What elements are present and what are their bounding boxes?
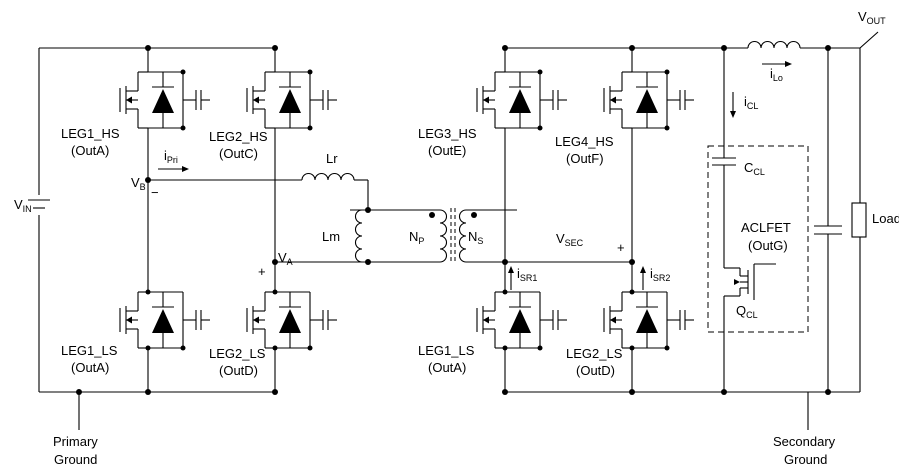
leg1-hs-output: (OutA) [71,143,109,158]
leg1-ls-label: LEG1_LS [61,343,118,358]
transformer-secondary [458,209,467,263]
secondary-ground-label-2: Ground [784,452,827,467]
isr2-label: iSR2 [650,266,670,283]
ilo-label: iLo [770,66,783,83]
leg1-ls-mosfet [119,291,211,349]
vsec-label: VSEC [556,231,584,248]
sec-leg1-ls-mosfet [476,291,568,349]
lo-inductor [747,40,801,49]
vb-minus: − [151,185,159,200]
leg4-hs-label: LEG4_HS [555,134,614,149]
leg4-hs-output: (OutF) [566,151,604,166]
sec-leg2-ls-output: (OutD) [576,363,615,378]
sec-leg2-ls-label: LEG2_LS [566,346,623,361]
leg3-hs-mosfet [476,71,568,129]
ipri-label: iPri [164,148,178,165]
leg2-hs-output: (OutC) [219,146,258,161]
vsec-plus: + [617,240,625,255]
leg2-ls-label: LEG2_LS [209,346,266,361]
vb-label: VB [131,175,146,192]
leg1-ls-output: (OutA) [71,360,109,375]
icl-label: iCL [744,94,758,111]
lm-inductor [354,209,363,263]
load-label: Load [872,211,899,226]
vin-label: VIN [14,197,32,214]
leg4-hs-mosfet [603,71,695,129]
leg2-ls-output: (OutD) [219,363,258,378]
vout-label: VOUT [858,9,886,26]
va-label: VA [278,250,293,267]
primary-ground-label: Primary [53,434,98,449]
secondary-ground-label: Secondary [773,434,836,449]
transformer-primary [439,209,448,263]
leg1-hs-label: LEG1_HS [61,126,120,141]
sec-leg1-ls-label: LEG1_LS [418,343,475,358]
leg2-ls-mosfet [246,291,338,349]
np-label: NP [409,229,424,246]
leg3-hs-label: LEG3_HS [418,126,477,141]
aclfet-output-label: (OutG) [748,238,788,253]
aclfet-label: ACLFET [741,220,791,235]
leg3-hs-output: (OutE) [428,143,466,158]
qcl-label: QCL [736,303,758,320]
ns-label: NS [468,229,483,246]
sec-leg2-ls-mosfet [603,291,695,349]
leg2-hs-label: LEG2_HS [209,129,268,144]
sec-leg1-ls-output: (OutA) [428,360,466,375]
ccl-label: CCL [744,160,765,177]
primary-ground-label-2: Ground [54,452,97,467]
lr-label: Lr [326,151,338,166]
leg1-hs-mosfet [119,71,211,129]
lr-inductor [301,172,355,181]
leg2-hs-mosfet [246,71,338,129]
va-plus: + [258,264,266,279]
lm-label: Lm [322,229,340,244]
isr1-label: iSR1 [517,266,537,283]
